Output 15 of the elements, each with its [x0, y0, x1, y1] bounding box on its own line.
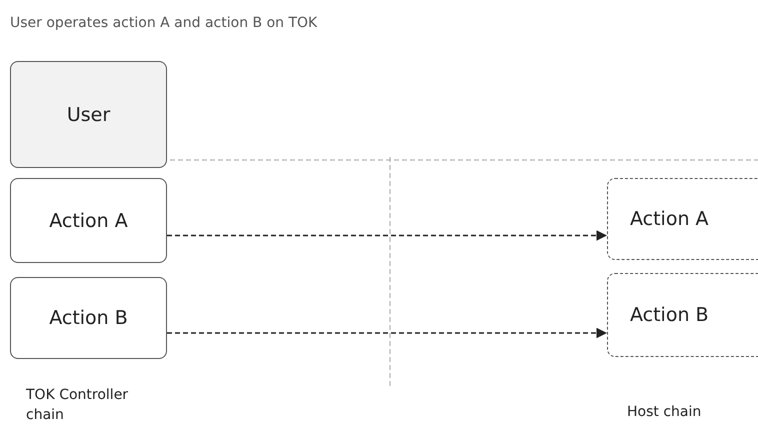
arrow — [167, 328, 607, 338]
process-box — [607, 178, 758, 260]
node-label: Action B — [49, 307, 128, 329]
node-label: User — [66, 104, 110, 126]
arrow — [167, 230, 607, 241]
chain-label: TOK Controller chain — [26, 386, 130, 425]
node-label: Action A — [49, 210, 128, 232]
process-box — [10, 178, 167, 263]
chain-label: Host chain — [627, 403, 702, 422]
process-box — [607, 273, 758, 357]
node-label: Action A — [630, 208, 709, 230]
node-label: Action B — [630, 304, 709, 326]
title: User operates action A and action B on TOK — [10, 15, 318, 31]
process-box — [10, 277, 167, 359]
process-box — [10, 61, 167, 168]
